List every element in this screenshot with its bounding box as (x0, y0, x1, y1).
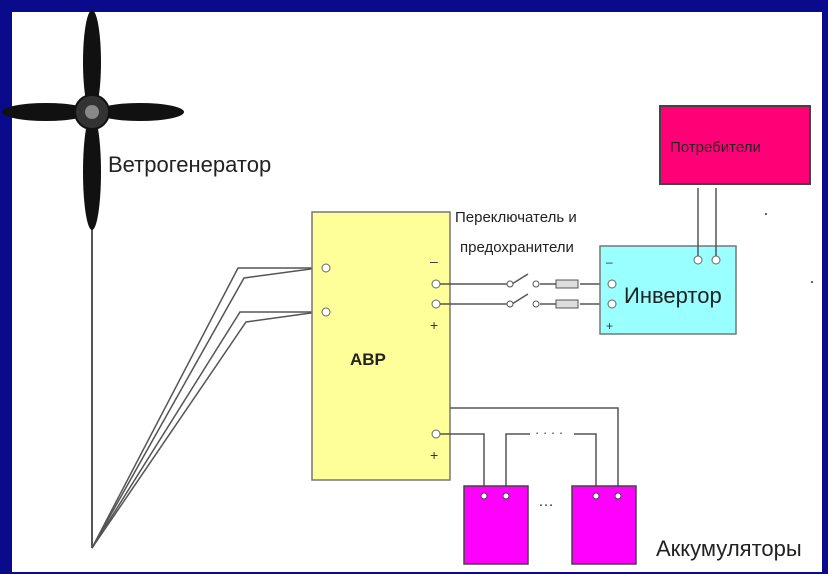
abr-battery-terminal (431, 429, 441, 439)
switch-fuse-label-1: Переключатель и (455, 209, 577, 226)
inverter-out-terminal-2 (711, 255, 721, 265)
hub-center (85, 105, 99, 119)
cable-2 (91, 311, 318, 549)
battery-link-a (505, 433, 530, 486)
consumers-label: Потребители (670, 139, 761, 156)
abr-label: АВР (350, 350, 386, 369)
abr-out-terminal-minus (431, 279, 441, 289)
battery-chain-dots: · · · · (535, 425, 563, 440)
inverter-out-terminal-1 (693, 255, 703, 265)
blade-right (96, 103, 184, 121)
battery-2-terminal-a (592, 492, 600, 500)
cable-1b (91, 267, 319, 549)
batteries-label: Аккумуляторы (656, 536, 802, 561)
abr-minus-sign: – (430, 253, 438, 269)
inverter-plus-sign: + (606, 319, 613, 333)
switch-1-contact-a (506, 280, 514, 288)
inverter-in-terminal-2 (607, 299, 617, 309)
stray-dot-2 (811, 281, 813, 283)
switch-fuse-label-2: предохранители (460, 239, 574, 256)
consumers-box (659, 105, 811, 185)
wind-turbine-icon (2, 10, 184, 548)
abr-out-terminal-plus (431, 299, 441, 309)
switch-fuse-wiring (440, 273, 606, 305)
fuse-1 (555, 279, 579, 289)
abr-box (311, 211, 451, 481)
switch-2-contact-a (506, 300, 514, 308)
battery-plus-bus (440, 433, 485, 486)
battery-2 (571, 485, 637, 565)
inverter-minus-sign: – (606, 255, 613, 269)
abr-input-terminal-1 (321, 263, 331, 273)
blade-left (2, 103, 90, 121)
blade-bottom (83, 114, 101, 230)
battery-1-terminal-a (480, 492, 488, 500)
battery-wiring (440, 407, 619, 486)
cable-2b (91, 311, 319, 549)
wind-generator-label: Ветрогенератор (108, 152, 271, 177)
fuse-2 (555, 299, 579, 309)
inverter-in-terminal-1 (607, 279, 617, 289)
battery-2-terminal-b (614, 492, 622, 500)
inverter-label: Инвертор (624, 283, 722, 308)
abr-input-terminal-2 (321, 307, 331, 317)
battery-1 (463, 485, 529, 565)
blade-top (83, 10, 101, 114)
cable-1 (91, 267, 318, 549)
abr-plus-sign: + (430, 317, 438, 333)
stray-dot-1 (765, 213, 767, 215)
switch-1-contact-b (532, 280, 540, 288)
turbine-cables (91, 267, 319, 549)
battery-ellipsis: … (538, 493, 554, 510)
abr-battery-plus-sign: + (430, 447, 438, 463)
battery-minus-bus (450, 407, 619, 486)
battery-link-b (574, 433, 597, 486)
switch-2-contact-b (532, 300, 540, 308)
battery-1-terminal-b (502, 492, 510, 500)
